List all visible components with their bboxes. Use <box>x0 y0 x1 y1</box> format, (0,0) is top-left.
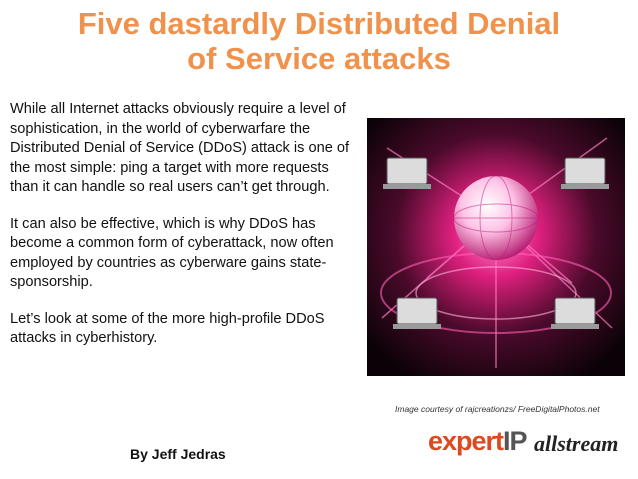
paragraph-1: While all Internet attacks obviously req… <box>10 101 350 195</box>
paragraph-2: It can also be effective, which is why D… <box>10 215 334 291</box>
network-globe-icon <box>367 118 625 376</box>
image-caption: Image courtesy of rajcreationzs/ FreeDig… <box>395 404 600 414</box>
expertip-logo-part1: expert <box>428 426 504 456</box>
expertip-logo-part2: IP <box>503 426 527 456</box>
network-illustration <box>367 118 625 376</box>
paragraph-3: Let’s look at some of the more high-prof… <box>10 310 325 347</box>
title-line-2: of Service attacks <box>187 41 451 76</box>
expertip-logo: expertIP <box>428 426 528 457</box>
page-title: Five dastardly Distributed Denial of Ser… <box>20 6 618 76</box>
title-line-1: Five dastardly Distributed Denial <box>77 6 561 41</box>
byline: By Jeff Jedras <box>130 446 226 462</box>
body-text: While all Internet attacks obviously req… <box>10 100 355 366</box>
allstream-logo: allstream <box>534 431 619 456</box>
